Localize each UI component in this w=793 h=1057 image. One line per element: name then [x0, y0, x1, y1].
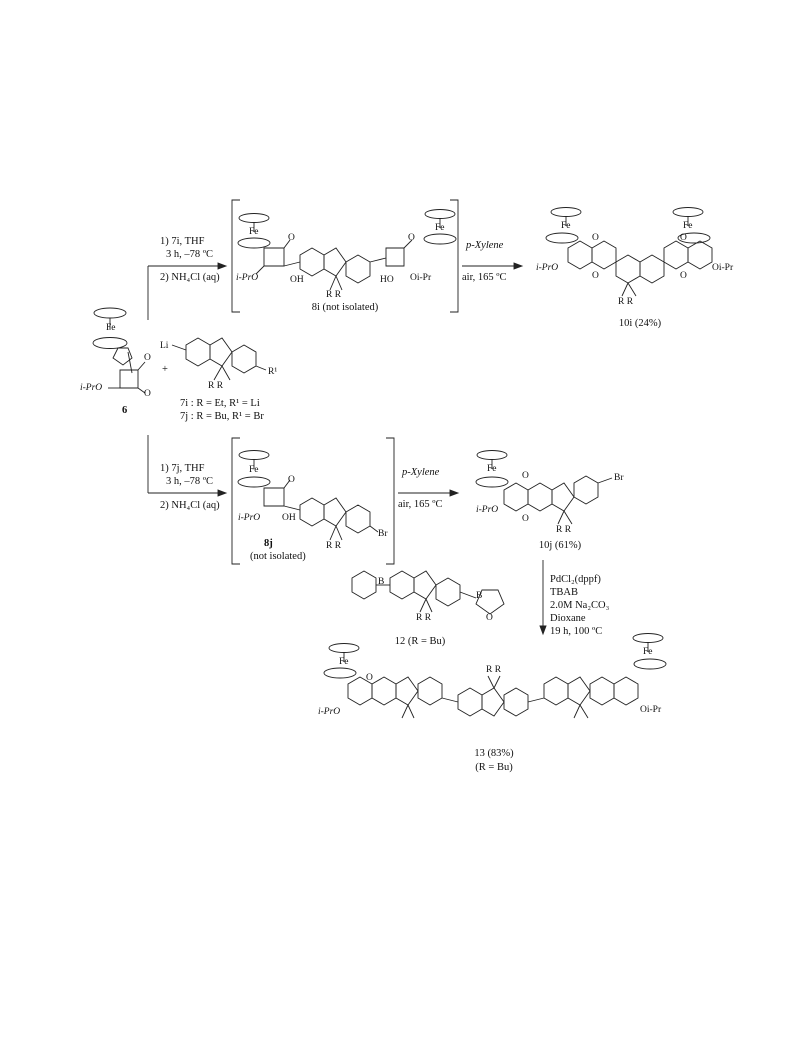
heat-bottom-solvent: p-Xylene — [402, 467, 440, 478]
r7-li: Li — [160, 341, 169, 351]
c8j-ipro: i-PrO — [238, 513, 261, 523]
r7-rr: R R — [208, 381, 224, 391]
arrow-10j-to-13 — [539, 560, 547, 636]
c10i-label: 10i (24%) — [618, 318, 662, 329]
arrow-6-to-8i — [147, 262, 228, 320]
c8i-ho: HO — [380, 275, 394, 285]
coupling-4: Dioxane — [550, 613, 586, 624]
c13-rr: R R — [486, 665, 502, 675]
compound-10j-structure — [475, 450, 613, 525]
c13-ipro: i-PrO — [318, 707, 341, 717]
c8j-label: 8j — [264, 538, 273, 549]
arrow-8i-to-10i — [462, 262, 524, 270]
c8i-ipro: i-PrO — [236, 273, 259, 283]
plus-sign: + — [162, 364, 168, 375]
c12-label: 12 (R = Bu) — [394, 636, 446, 647]
c8i-rr: R R — [326, 290, 342, 300]
c10i-oipr: Oi-Pr — [712, 263, 734, 273]
cond-bottom-1: 1) 7j, THF — [160, 463, 205, 474]
coupling-5: 19 h, 100 ºC — [550, 626, 603, 637]
arrow-6-to-8j — [147, 435, 228, 497]
c12-b2: B — [476, 591, 483, 601]
compound-10i-structure — [545, 207, 713, 297]
cond-bottom-3: 2) NH₄Cl (aq) — [160, 500, 220, 511]
compound-8j-structure — [231, 437, 395, 565]
c8i-o2: O — [408, 233, 415, 243]
c6-o1: O — [144, 353, 151, 363]
c12-rr: R R — [416, 613, 432, 623]
c13-label: 13 (83%) — [474, 748, 514, 759]
compound-6-structure — [92, 307, 146, 394]
c12-b1: B — [378, 577, 385, 587]
c8j-fe: Fe — [249, 465, 259, 475]
c12-o: O — [486, 613, 493, 623]
r7-r1: R¹ — [268, 367, 278, 377]
c13-sub: (R = Bu) — [475, 762, 513, 773]
heat-top-solvent: p-Xylene — [466, 240, 504, 251]
coupling-2: TBAB — [550, 587, 579, 598]
c10i-rr: R R — [618, 297, 634, 307]
c10i-fe2: Fe — [683, 221, 693, 231]
c10i-o2: O — [680, 233, 687, 243]
c8j-o: O — [288, 475, 295, 485]
c10i-o4: O — [680, 271, 687, 281]
cond-bottom-2: 3 h, –78 ºC — [166, 476, 214, 487]
c10i-o3: O — [592, 271, 599, 281]
c8i-label: 8i (not isolated) — [311, 302, 379, 313]
c10j-o2: O — [522, 514, 529, 524]
c8i-oipr: Oi-Pr — [410, 273, 432, 283]
compound-12-structure — [351, 570, 505, 615]
c8i-o1: O — [288, 233, 295, 243]
heat-top-cond: air, 165 ºC — [462, 272, 507, 283]
c8j-rr: R R — [326, 541, 342, 551]
coupling-1: PdCl₂(dppf) — [550, 574, 601, 585]
r7-def-j: 7j : R = Bu, R¹ = Br — [180, 411, 264, 422]
cond-top-2: 3 h, –78 ºC — [166, 249, 214, 260]
c10j-br: Br — [614, 473, 624, 483]
c6-fe: Fe — [106, 323, 116, 333]
c10j-fe: Fe — [487, 464, 497, 474]
cond-top-1: 1) 7i, THF — [160, 236, 205, 247]
c8j-oh: OH — [282, 513, 296, 523]
cond-top-3: 2) NH₄Cl (aq) — [160, 272, 220, 283]
c8j-br: Br — [378, 529, 388, 539]
c10i-ipro: i-PrO — [536, 263, 559, 273]
arrow-8j-to-10j — [398, 489, 460, 497]
c13-fe1: Fe — [339, 657, 349, 667]
c10j-ipro: i-PrO — [476, 505, 499, 515]
reagent-7-structure — [171, 337, 267, 381]
c10j-label: 10j (61%) — [538, 540, 582, 551]
c8i-fe2: Fe — [435, 223, 445, 233]
c13-o: O — [366, 673, 373, 683]
c6-o2: O — [144, 389, 151, 399]
compound-8i-structure — [231, 199, 459, 313]
compound-13-structure — [323, 633, 667, 719]
c10j-o1: O — [522, 471, 529, 481]
c8j-sub: (not isolated) — [250, 551, 306, 562]
c6-ipro: i-PrO — [80, 383, 103, 393]
c10i-o1: O — [592, 233, 599, 243]
c10j-rr: R R — [556, 525, 572, 535]
coupling-3: 2.0M Na₂CO₃ — [550, 600, 610, 611]
c13-oipr: Oi-Pr — [640, 705, 662, 715]
c10i-fe1: Fe — [561, 221, 571, 231]
c13-fe2: Fe — [643, 647, 653, 657]
c8i-fe1: Fe — [249, 227, 259, 237]
heat-bottom-cond: air, 165 ºC — [398, 499, 443, 510]
c8i-oh: OH — [290, 275, 304, 285]
c6-label: 6 — [122, 405, 128, 416]
r7-def-i: 7i : R = Et, R¹ = Li — [180, 398, 260, 409]
